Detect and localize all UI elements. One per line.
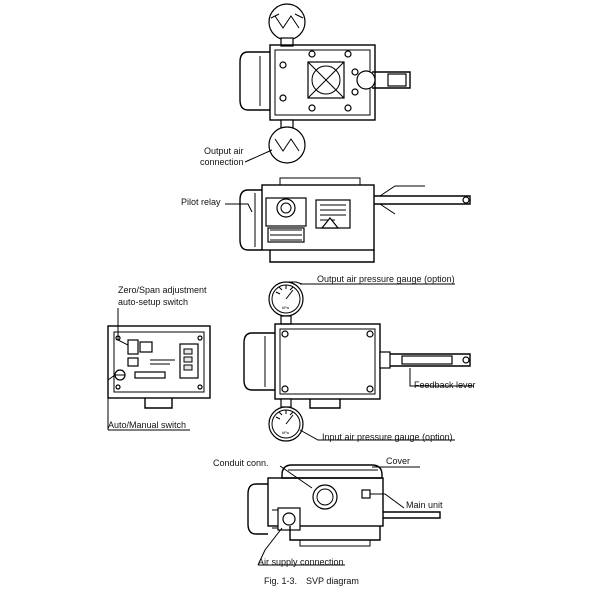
bottom-side-view: [247, 464, 441, 547]
output-pressure-gauge-label: Output air pressure gauge (option): [317, 274, 455, 284]
zero-span-label-line2: auto-setup switch: [118, 297, 189, 307]
main-unit-label: Main unit: [406, 500, 443, 510]
zero-span-label-line1: Zero/Span adjustment: [118, 285, 207, 295]
internal-view: [107, 325, 211, 409]
side-view: [239, 177, 471, 263]
figure-number: Fig. 1-3.: [264, 576, 298, 586]
pilot-relay-label: Pilot relay: [181, 197, 221, 207]
air-supply-connection-label: Air supply connection: [258, 557, 344, 567]
front-view: kPa kPa: [243, 281, 471, 442]
svg-text:kPa: kPa: [282, 430, 290, 435]
top-view: [239, 3, 411, 164]
auto-manual-switch-label: Auto/Manual switch: [108, 420, 187, 430]
cover-label: Cover: [386, 456, 411, 466]
feedback-lever-label: Feedback lever: [414, 380, 476, 390]
conduit-conn-label: Conduit conn.: [213, 458, 269, 468]
figure-title: SVP diagram: [306, 576, 359, 586]
svg-text:kPa: kPa: [282, 305, 290, 310]
output-air-connection-label-line2: connection: [200, 157, 244, 167]
leader-lines: [107, 149, 474, 566]
output-air-connection-label-line1: Output air: [204, 146, 244, 156]
input-pressure-gauge-label: Input air pressure gauge (option): [322, 432, 453, 442]
